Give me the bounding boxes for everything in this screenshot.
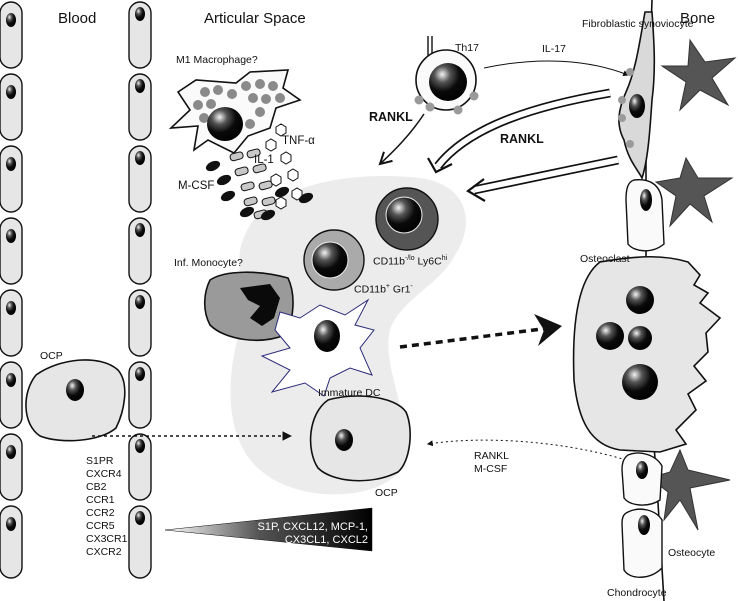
inflammatory-monocyte-cell — [203, 271, 294, 341]
cd11b-lo-ly6c-hi-mid: Ly6C — [414, 255, 442, 268]
header-blood: Blood — [58, 10, 97, 27]
gradient-label-line2: CX3CL1, CXCL2 — [284, 534, 368, 546]
cd11b-gr1-sup1: + — [385, 283, 390, 290]
ocp-articular-nucleus — [335, 429, 353, 451]
header-articular-space: Articular Space — [204, 10, 306, 27]
vessel-column-left — [0, 1, 23, 579]
rankl-mcsf-arrow — [426, 439, 627, 461]
gradient-label-line1: S1P, CXCL12, MCP-1, — [257, 521, 368, 533]
label-ocp-blood: OCP — [40, 350, 63, 362]
chemokine-gradient-wedge — [164, 507, 373, 552]
receptor-item: CCR2 — [86, 507, 115, 519]
label-rankl-mcsf: RANKL M-CSF — [474, 450, 509, 476]
cd11b-lo-ly6c-hi-sup2: hi — [441, 255, 448, 262]
ocp-blood-nucleus — [66, 379, 84, 401]
label-il-1: IL-1 — [254, 154, 274, 166]
receptor-item: CXCR4 — [86, 468, 122, 480]
label-rankl-mcsf-mcsf: M-CSF — [474, 463, 508, 475]
synoviocyte-granules — [618, 68, 634, 148]
vessel-nuclei-right — [135, 7, 145, 525]
label-cd11b-gr1: CD11b+ Gr1- — [354, 283, 413, 295]
rankl-arrow-synoviocyte-lower — [466, 155, 619, 202]
ocp-articular-cell — [309, 395, 411, 482]
bone-lining-nucleus — [640, 189, 652, 211]
label-il-17: IL-17 — [542, 43, 566, 55]
il17-arrow — [483, 60, 630, 77]
osteoclast-cell — [572, 255, 722, 453]
label-m-csf: M-CSF — [178, 180, 215, 192]
label-inf-monocyte: Inf. Monocyte? — [174, 257, 243, 269]
header-bone: Bone — [680, 10, 716, 27]
rankl-arrow-th17 — [378, 113, 425, 166]
cd11b-lo-ly6c-hi-sup1: -/lo — [404, 255, 415, 262]
cd11b-gr1-base: CD11b — [354, 283, 386, 296]
cd11b-lo-ly6c-hi-base: CD11b — [373, 255, 405, 268]
cd11b-gr1-mid: Gr1 — [390, 283, 411, 296]
rankl-arrow-synoviocyte-upper — [427, 88, 611, 174]
label-osteocyte: Osteocyte — [668, 547, 716, 559]
receptor-list: S1PR CXCR4 CB2 CCR1 CCR2 CCR5 CX3CR1 CXC… — [86, 455, 127, 559]
label-m1-macrophage: M1 Macrophage? — [176, 54, 258, 66]
receptor-item: CX3CR1 — [86, 533, 128, 545]
receptor-item: CCR5 — [86, 520, 115, 532]
label-chondrocyte: Chondrocyte — [607, 587, 667, 599]
synoviocyte-nucleus — [629, 94, 645, 118]
osteoclast-differentiation-arrow — [399, 326, 551, 349]
osteoclast-nuclei — [596, 286, 658, 400]
label-cd11b-lo-ly6c-hi: CD11b-/lo Ly6Chi — [373, 255, 447, 267]
receptor-item: S1PR — [86, 455, 114, 467]
label-immature-dc: Immature DC — [318, 387, 381, 399]
label-th17: Th17 — [455, 42, 479, 54]
cytokine-particles — [205, 123, 314, 221]
label-tnf-alpha: TNF-α — [282, 135, 315, 147]
vessel-nuclei-left — [6, 13, 16, 531]
label-fibroblastic-synoviocyte: Fibroblastic synoviocyte — [582, 18, 694, 30]
osteoclast-differentiation-arrowhead — [534, 314, 562, 346]
receptor-item: CCR1 — [86, 494, 115, 506]
cd11b-gr1-sup2: - — [410, 283, 413, 290]
label-rankl-mcsf-rankl: RANKL — [474, 450, 510, 462]
gradient-label: S1P, CXCL12, MCP-1, CX3CL1, CXCL2 — [240, 521, 368, 547]
label-ocp-articular: OCP — [375, 487, 398, 499]
cd11b-gr1-cell — [303, 229, 365, 291]
bone-lining-cell — [625, 178, 665, 252]
receptor-item: CB2 — [86, 481, 107, 493]
chondrocyte-cells — [621, 452, 663, 578]
immature-dc-nucleus — [314, 320, 340, 352]
immature-dc-cell — [260, 298, 375, 397]
label-rankl-th17: RANKL — [369, 110, 413, 124]
vessel-column-right — [128, 1, 152, 579]
m1-granules — [193, 79, 285, 129]
receptor-item: CXCR2 — [86, 546, 122, 558]
th17-cell — [414, 36, 479, 115]
m1-nucleus — [207, 107, 243, 141]
label-rankl-synoviocyte: RANKL — [500, 132, 544, 146]
label-osteoclast: Osteoclast — [580, 253, 630, 265]
cd11b-lo-ly6c-hi-cell — [375, 187, 439, 251]
